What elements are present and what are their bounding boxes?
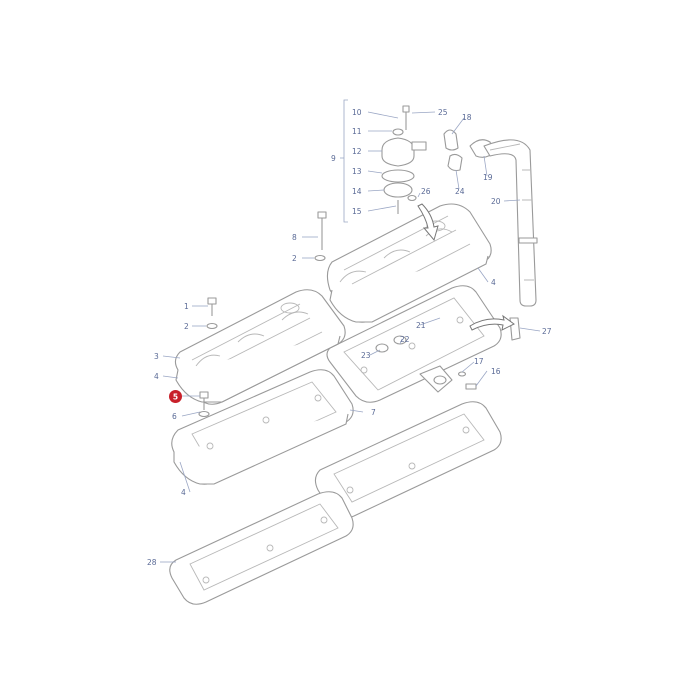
callout-12: 12 (352, 147, 362, 156)
callout-17: 17 (474, 357, 484, 366)
rocker-gasket-left (171, 369, 354, 485)
callout-7: 7 (371, 408, 376, 417)
highlighted-callout-5[interactable]: 5 (169, 390, 200, 403)
callout-22: 22 (400, 335, 410, 344)
callout-2-top: 2 (292, 254, 297, 263)
callout-14: 14 (352, 187, 362, 196)
rocker-cover-left (174, 289, 346, 405)
leader-lines (160, 99, 541, 563)
callout-28: 28 (147, 558, 157, 567)
callout-16: 16 (491, 367, 501, 376)
callout-20: 20 (491, 197, 501, 206)
breather-hose (443, 129, 538, 307)
gasket-frame-right (314, 401, 502, 519)
callout-25: 25 (438, 108, 448, 117)
callout-18: 18 (462, 113, 472, 122)
callout-6: 6 (172, 412, 177, 421)
highlight-label: 5 (173, 392, 178, 401)
callout-2: 2 (184, 322, 189, 331)
callout-24: 24 (455, 187, 465, 196)
callout-23: 23 (361, 351, 371, 360)
assembly-arrows (417, 203, 515, 331)
callout-26: 26 (421, 187, 431, 196)
callout-9: 9 (331, 154, 336, 163)
callout-15: 15 (352, 207, 362, 216)
breather-assembly (381, 105, 427, 214)
callout-4-top: 4 (491, 278, 496, 287)
callout-13: 13 (352, 167, 362, 176)
callout-1: 1 (184, 302, 189, 311)
callout-4-low: 4 (181, 488, 186, 497)
callout-labels: 10 11 12 13 14 15 9 25 18 26 24 19 20 8 … (147, 108, 552, 567)
callout-19: 19 (483, 173, 493, 182)
rocker-gasket-upper (326, 285, 502, 403)
callout-3: 3 (154, 352, 159, 361)
callout-10: 10 (352, 108, 362, 117)
callout-11: 11 (352, 127, 362, 136)
callout-8: 8 (292, 233, 297, 242)
callout-4-mid: 4 (154, 372, 159, 381)
highlight-badge-icon (169, 390, 182, 403)
callout-27: 27 (542, 327, 552, 336)
callout-21: 21 (416, 321, 426, 330)
bottom-frame (169, 491, 354, 605)
